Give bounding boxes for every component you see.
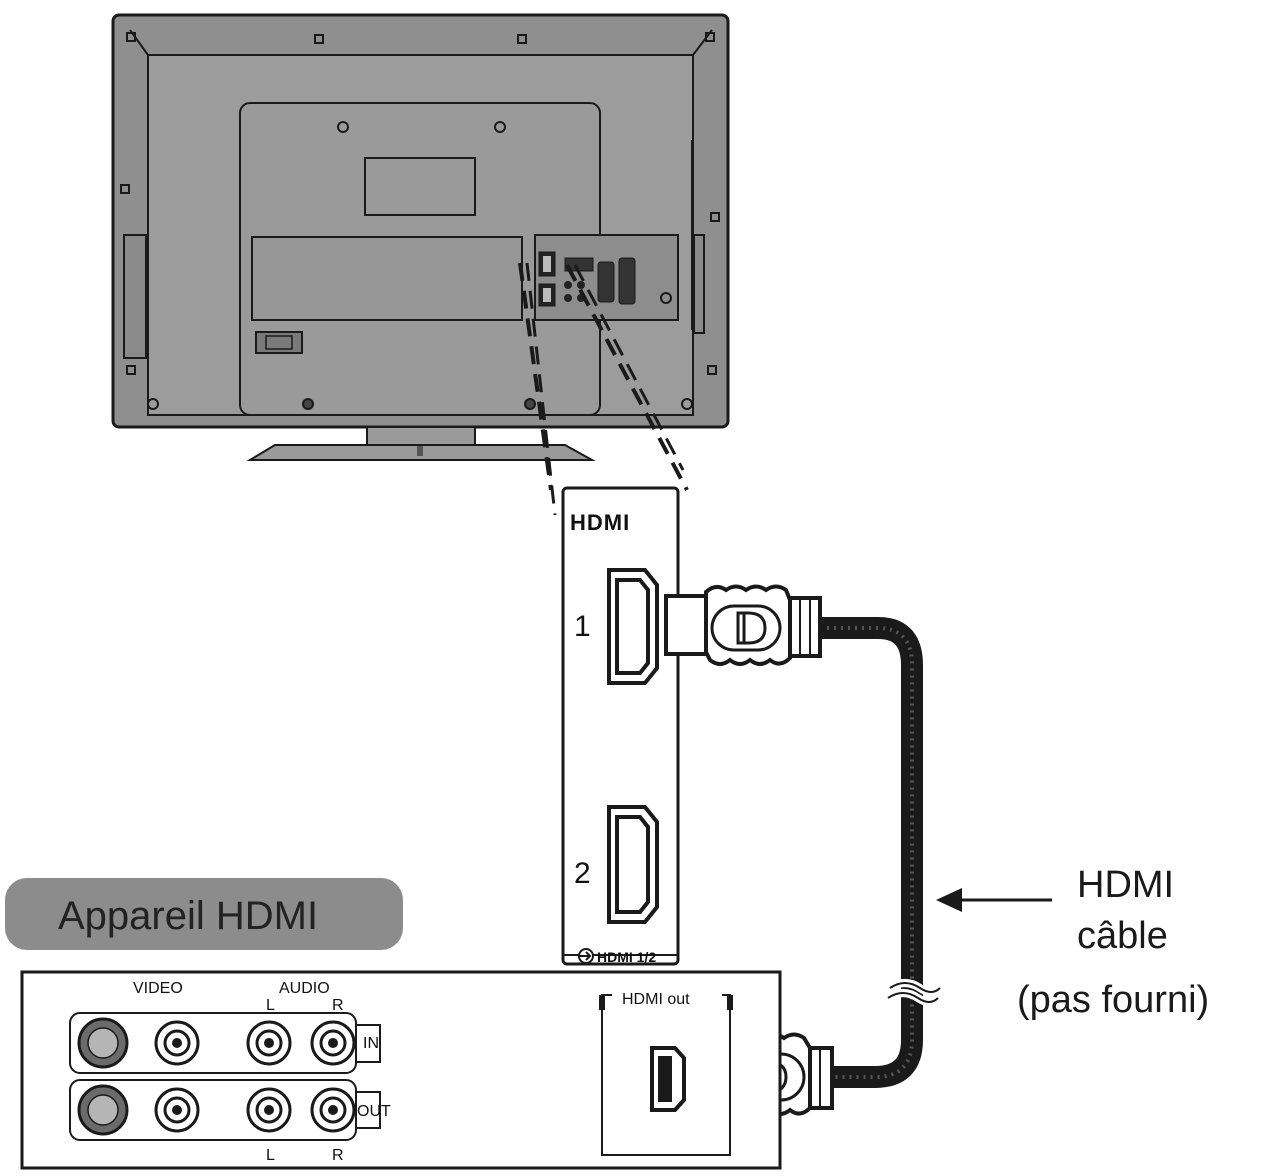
screw-icon xyxy=(681,398,693,410)
power-inlet-icon xyxy=(255,331,303,354)
screw-icon xyxy=(710,212,720,222)
zoom-line-right xyxy=(565,264,689,491)
cable-wire xyxy=(820,617,923,1088)
screw-icon xyxy=(147,398,159,410)
hdmi-port-1[interactable] xyxy=(607,568,659,685)
label-plate xyxy=(364,157,476,216)
screw-icon xyxy=(126,365,136,375)
screw-icon xyxy=(120,184,130,194)
hdmi-plug-tv-side xyxy=(664,584,822,666)
device-label: Appareil HDMI xyxy=(58,894,318,938)
hdmi-device: VIDEO AUDIO L R IN OUT L R xyxy=(20,970,782,1170)
tv-jack-icon xyxy=(577,281,585,289)
audio-l-bottom-label: L xyxy=(266,1147,275,1164)
hdmi-port-2-number: 2 xyxy=(574,857,591,890)
device-label-badge xyxy=(5,878,403,950)
screw-icon xyxy=(707,365,717,375)
out-label: OUT xyxy=(357,1103,391,1120)
hdmi-out-label: HDMI out xyxy=(622,991,690,1008)
cable-label-line3: (pas fourni) xyxy=(1017,979,1209,1021)
zoom-line-left xyxy=(518,262,553,491)
tv-stand-neck xyxy=(366,426,476,446)
side-grip-right xyxy=(693,234,705,334)
screw-icon xyxy=(314,34,324,44)
mount-hole-icon xyxy=(337,121,349,133)
screw-icon xyxy=(302,398,314,410)
screw-icon xyxy=(126,32,136,42)
cable-label-line2: câble xyxy=(1077,915,1168,957)
zoom-line-left-outer xyxy=(525,262,557,516)
audio-l-top-label: L xyxy=(266,997,275,1014)
zoom-line-right-inner xyxy=(573,264,685,471)
tv-button-icon xyxy=(660,292,672,304)
hdmi-logo: HDMI xyxy=(570,510,630,535)
hdmi-port-1-number: 1 xyxy=(574,610,591,643)
rear-panel-recess xyxy=(251,236,523,321)
tv-jack-icon xyxy=(564,294,572,302)
audio-r-top-label: R xyxy=(332,997,344,1014)
hdmi-input-panel: HDMI 1 2 HDMI 1/2 xyxy=(561,486,680,966)
in-label: IN xyxy=(363,1035,379,1052)
tv-jack-icon xyxy=(564,281,572,289)
audio-r-bottom-label: R xyxy=(332,1147,344,1164)
audio-label: AUDIO xyxy=(279,980,330,997)
screw-icon xyxy=(517,34,527,44)
tv-scart-port-icon xyxy=(618,257,636,305)
hdmi-panel-footer: HDMI 1/2 xyxy=(597,949,656,965)
side-grip-left xyxy=(123,234,147,359)
mount-hole-icon xyxy=(494,121,506,133)
hdmi-port-2[interactable] xyxy=(607,805,659,924)
cable-label-line1: HDMI xyxy=(1077,864,1174,906)
arrow-head-icon xyxy=(936,888,962,912)
screw-icon xyxy=(705,32,715,42)
screw-icon xyxy=(524,398,536,410)
video-label: VIDEO xyxy=(133,980,183,997)
tv-scart-port-icon xyxy=(597,261,615,303)
tv-rear-view xyxy=(111,13,730,461)
